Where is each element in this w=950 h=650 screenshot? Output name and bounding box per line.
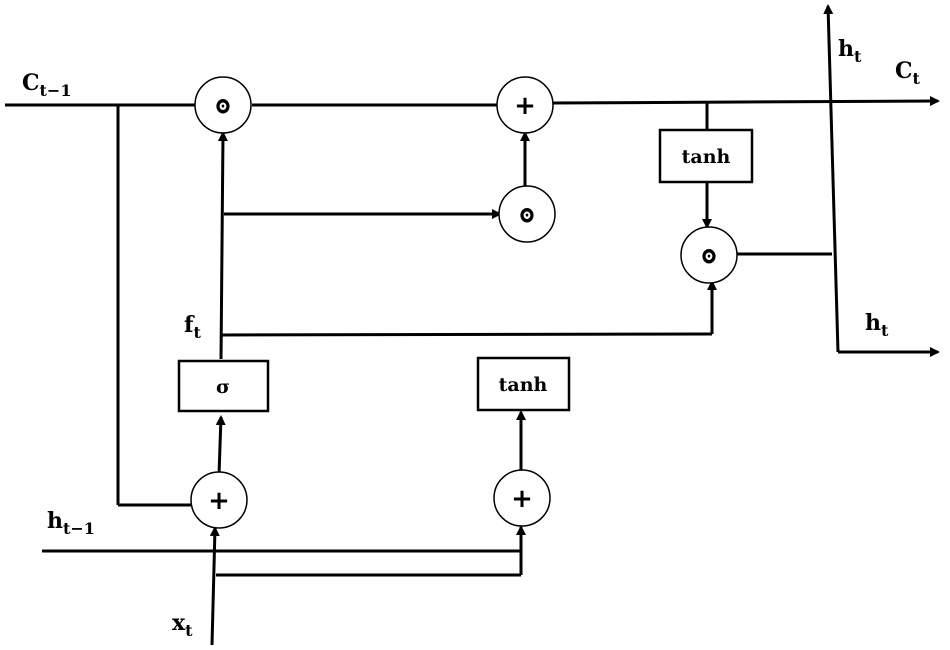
svg-text:tanh: tanh	[682, 146, 731, 168]
candidate-add-node: +	[493, 469, 551, 527]
label-h-prev: ht−1	[47, 508, 95, 538]
label-c-out: Ct	[895, 58, 921, 88]
label-h-up: ht	[838, 36, 862, 66]
label-x: xt	[172, 610, 193, 640]
svg-text:+: +	[511, 484, 533, 514]
label-f: ft	[184, 312, 201, 342]
cell-state-line	[5, 96, 940, 107]
svg-text:+: +	[208, 486, 230, 516]
sigma-box: σ	[177, 359, 270, 413]
label-h-right: ht	[865, 310, 889, 340]
output-multiply-node: ʘ	[680, 226, 738, 284]
cell-add-node: +	[496, 76, 554, 134]
svg-text:σ: σ	[216, 376, 230, 398]
tanh-box-bottom: tanh	[476, 356, 571, 412]
svg-text:+: +	[514, 91, 536, 121]
tanh-box-top: tanh	[658, 128, 754, 184]
svg-text:tanh: tanh	[499, 374, 548, 396]
label-c-prev: Ct−1	[22, 70, 71, 100]
output-wires	[702, 4, 940, 357]
input-wires	[42, 525, 526, 646]
gate-add-node: +	[190, 471, 248, 529]
forget-multiply-node: ʘ	[194, 76, 252, 134]
input-multiply-node: ʘ	[498, 185, 556, 243]
svg-text:ʘ: ʘ	[216, 91, 230, 119]
gate-wires	[215, 131, 717, 476]
svg-text:ʘ: ʘ	[520, 200, 534, 228]
svg-text:ʘ: ʘ	[702, 241, 716, 269]
c-prev-feedback-wire	[116, 105, 193, 507]
